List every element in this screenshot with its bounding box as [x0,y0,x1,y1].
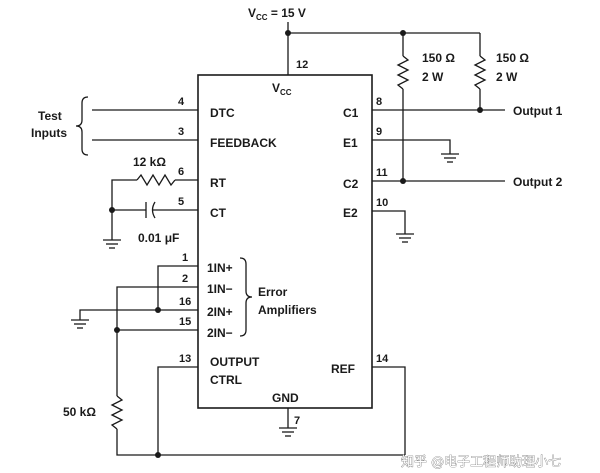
resistor-150-ohm-1 [396,33,410,181]
pin-number-16: 16 [179,296,191,308]
ground-symbol-e2 [396,233,414,243]
pin-number-9: 9 [376,126,382,138]
ground-symbol-gnd [279,427,297,437]
r2-value: 150 Ω [496,51,529,65]
pin-name-feedback: FEEDBACK [210,136,277,150]
pin-number-1: 1 [182,252,188,264]
pin-number-2: 2 [182,273,188,285]
pin-name-c2: C2 [343,177,359,191]
pin-name-e2: E2 [343,206,358,220]
test-inputs-brace [75,96,89,156]
output-1-label: Output 1 [513,104,563,118]
pin-number-14: 14 [376,353,389,365]
inputs-label: Inputs [31,126,67,140]
pin-number-4: 4 [178,96,185,108]
pin-name-1in-minus: 1IN− [207,282,233,296]
test-label: Test [38,109,62,123]
pin-name-rt: RT [210,176,227,190]
pin-number-5: 5 [178,196,184,208]
pin-name-ctrl: CTRL [210,373,242,387]
capacitor-0-01uf [112,201,198,219]
pin-name-2in-minus: 2IN− [207,326,233,340]
supply-label: VCC = 15 V [248,6,306,22]
pin-number-8: 8 [376,96,382,108]
ground-symbol-e1 [441,153,459,163]
resistor-12k [111,173,198,210]
pot-value: 50 kΩ [63,405,96,419]
pin-number-7: 7 [294,415,300,427]
pin-number-15: 15 [179,316,191,328]
ground-symbol-error-amp [71,319,89,329]
pin-number-11: 11 [376,167,388,179]
ground-symbol-ct [103,239,121,249]
pin-name-e1: E1 [343,136,358,150]
pin-number-6: 6 [178,166,184,178]
ic-body [197,74,373,409]
rt-value: 12 kΩ [133,155,166,169]
pin-number-13: 13 [179,353,191,365]
watermark: 知乎 @电子工程师助理小七 [401,454,561,470]
pin-name-dtc: DTC [210,106,235,120]
capacitor-value: 0.01 μF [138,231,179,245]
error-label: Error [258,285,288,299]
pin-name-gnd: GND [272,391,299,405]
resistor-150-ohm-2 [473,33,487,110]
pin-number-12: 12 [296,59,308,71]
r1-value: 150 Ω [422,51,455,65]
error-amplifiers-brace [239,257,253,337]
r2-power: 2 W [496,70,518,84]
resistor-50k [110,330,405,456]
pin-name-output: OUTPUT [210,355,260,369]
pin-number-10: 10 [376,197,388,209]
pin-name-c1: C1 [343,106,359,120]
amplifiers-label: Amplifiers [258,303,317,317]
pin-name-ct: CT [210,206,227,220]
output-2-label: Output 2 [513,175,563,189]
pin-number-3: 3 [178,126,184,138]
r1-power: 2 W [422,70,444,84]
vcc-rail [285,22,480,75]
pin-name-ref: REF [331,362,355,376]
pin-name-2in-plus: 2IN+ [207,305,233,319]
ic-vcc-label: VCC [272,81,292,97]
pin-name-1in-plus: 1IN+ [207,261,233,275]
